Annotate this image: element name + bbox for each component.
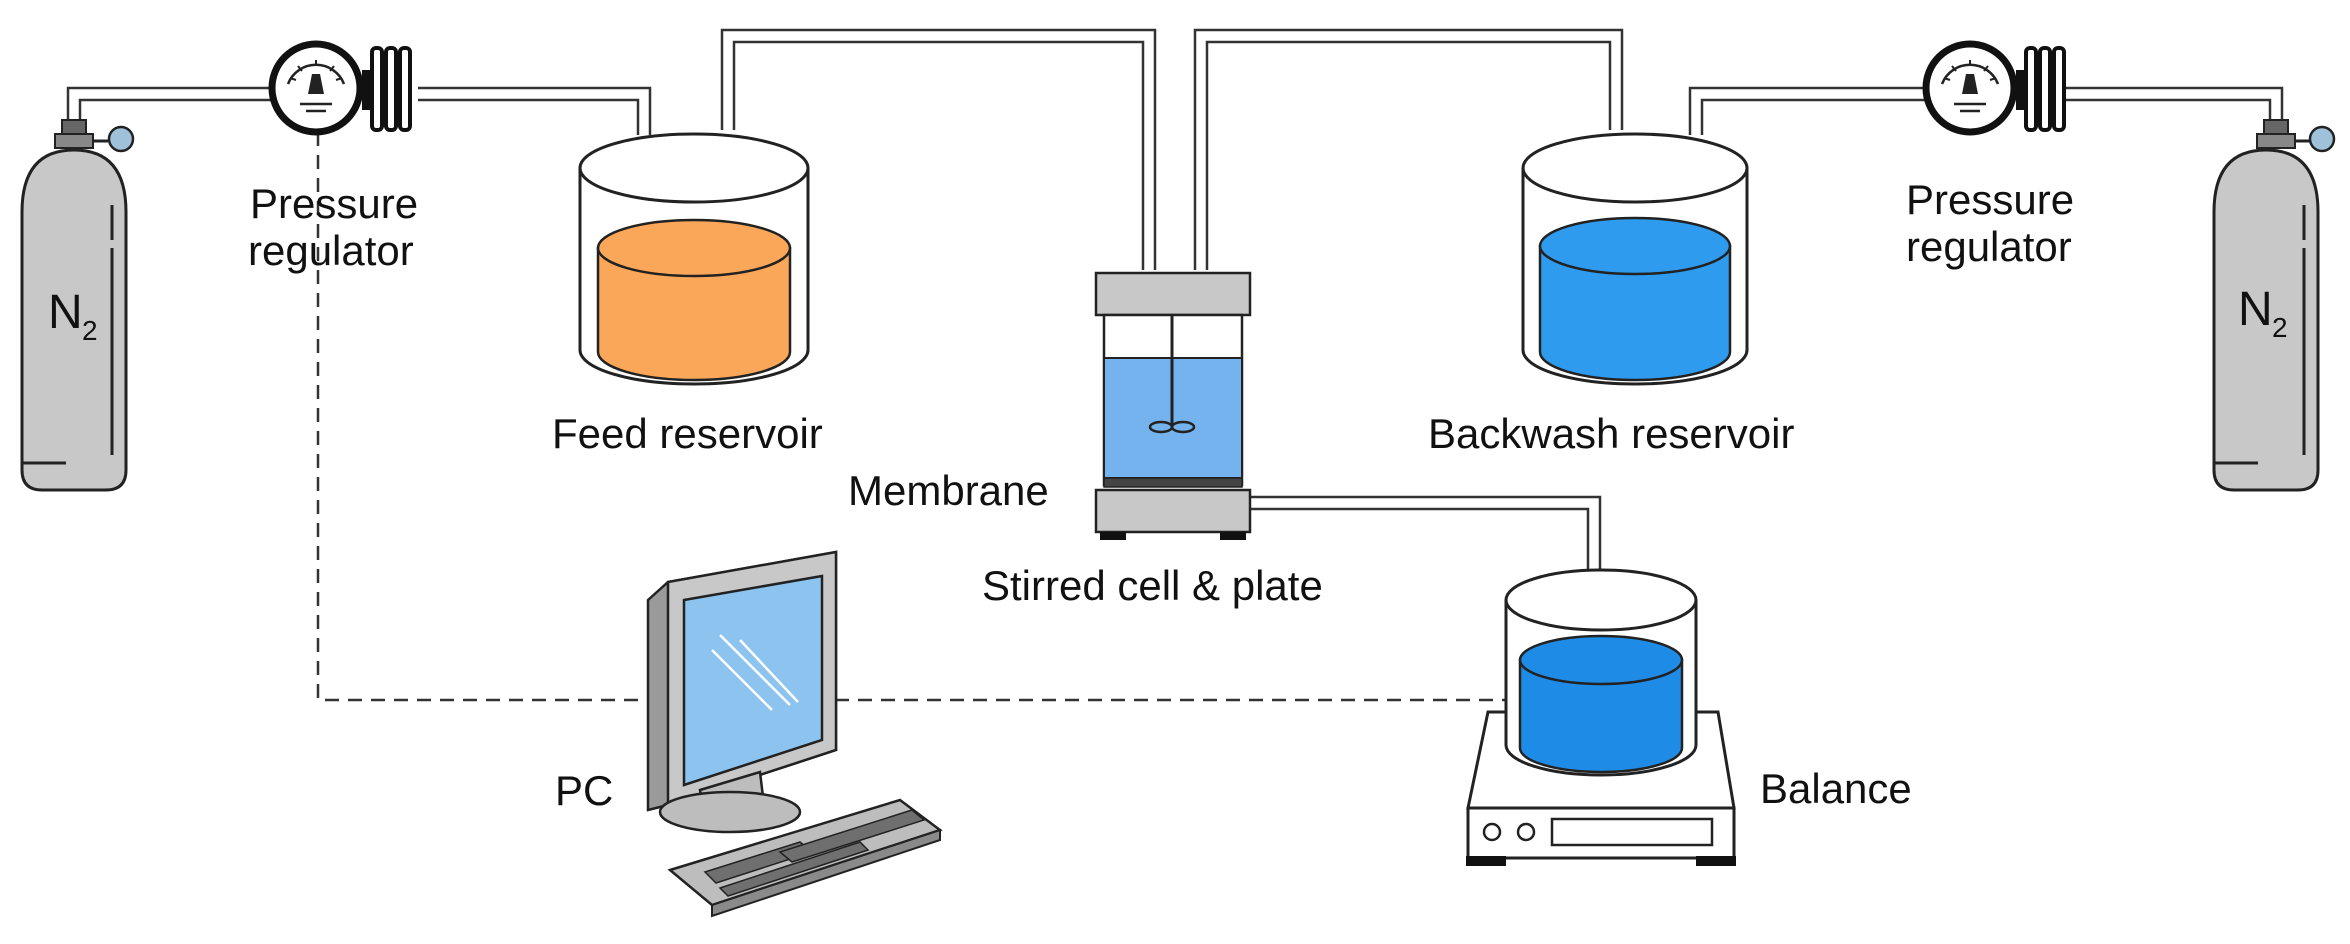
data-line [316,132,1510,702]
membrane-layer [1103,477,1243,488]
stirred-cell: Membrane Stirred cell & plate [848,271,1323,609]
n2-cylinder-right: N 2 [2212,119,2336,492]
n2-right-subscript: 2 [2272,312,2288,343]
tubing [66,28,2284,575]
pressure-regulator-left-label-line1: Pressure [250,180,418,227]
pc-label: PC [555,767,613,814]
membrane-label: Membrane [848,467,1049,514]
pressure-regulator-left-label-line2: regulator [248,227,414,274]
pressure-regulator-right-label-line2: regulator [1906,223,2072,270]
feed-reservoir: Feed reservoir [552,132,823,457]
backwash-reservoir: Backwash reservoir [1428,132,1794,457]
n2-right-label: N [2238,283,2273,336]
backwash-reservoir-label: Backwash reservoir [1428,410,1794,457]
stirred-cell-label: Stirred cell & plate [982,562,1323,609]
n2-left-label: N [48,286,83,339]
balance: Balance [1466,568,1912,866]
pc: PC [555,550,943,918]
pressure-regulator-right: Pressure regulator [1906,40,2074,270]
balance-label: Balance [1760,765,1912,812]
n2-left-subscript: 2 [82,315,98,346]
n2-cylinder-left: N 2 [20,119,135,492]
feed-reservoir-label: Feed reservoir [552,410,823,457]
pressure-regulator-right-label-line1: Pressure [1906,176,2074,223]
pressure-regulator-left: Pressure regulator [248,40,418,274]
monitor-screen [682,574,824,787]
